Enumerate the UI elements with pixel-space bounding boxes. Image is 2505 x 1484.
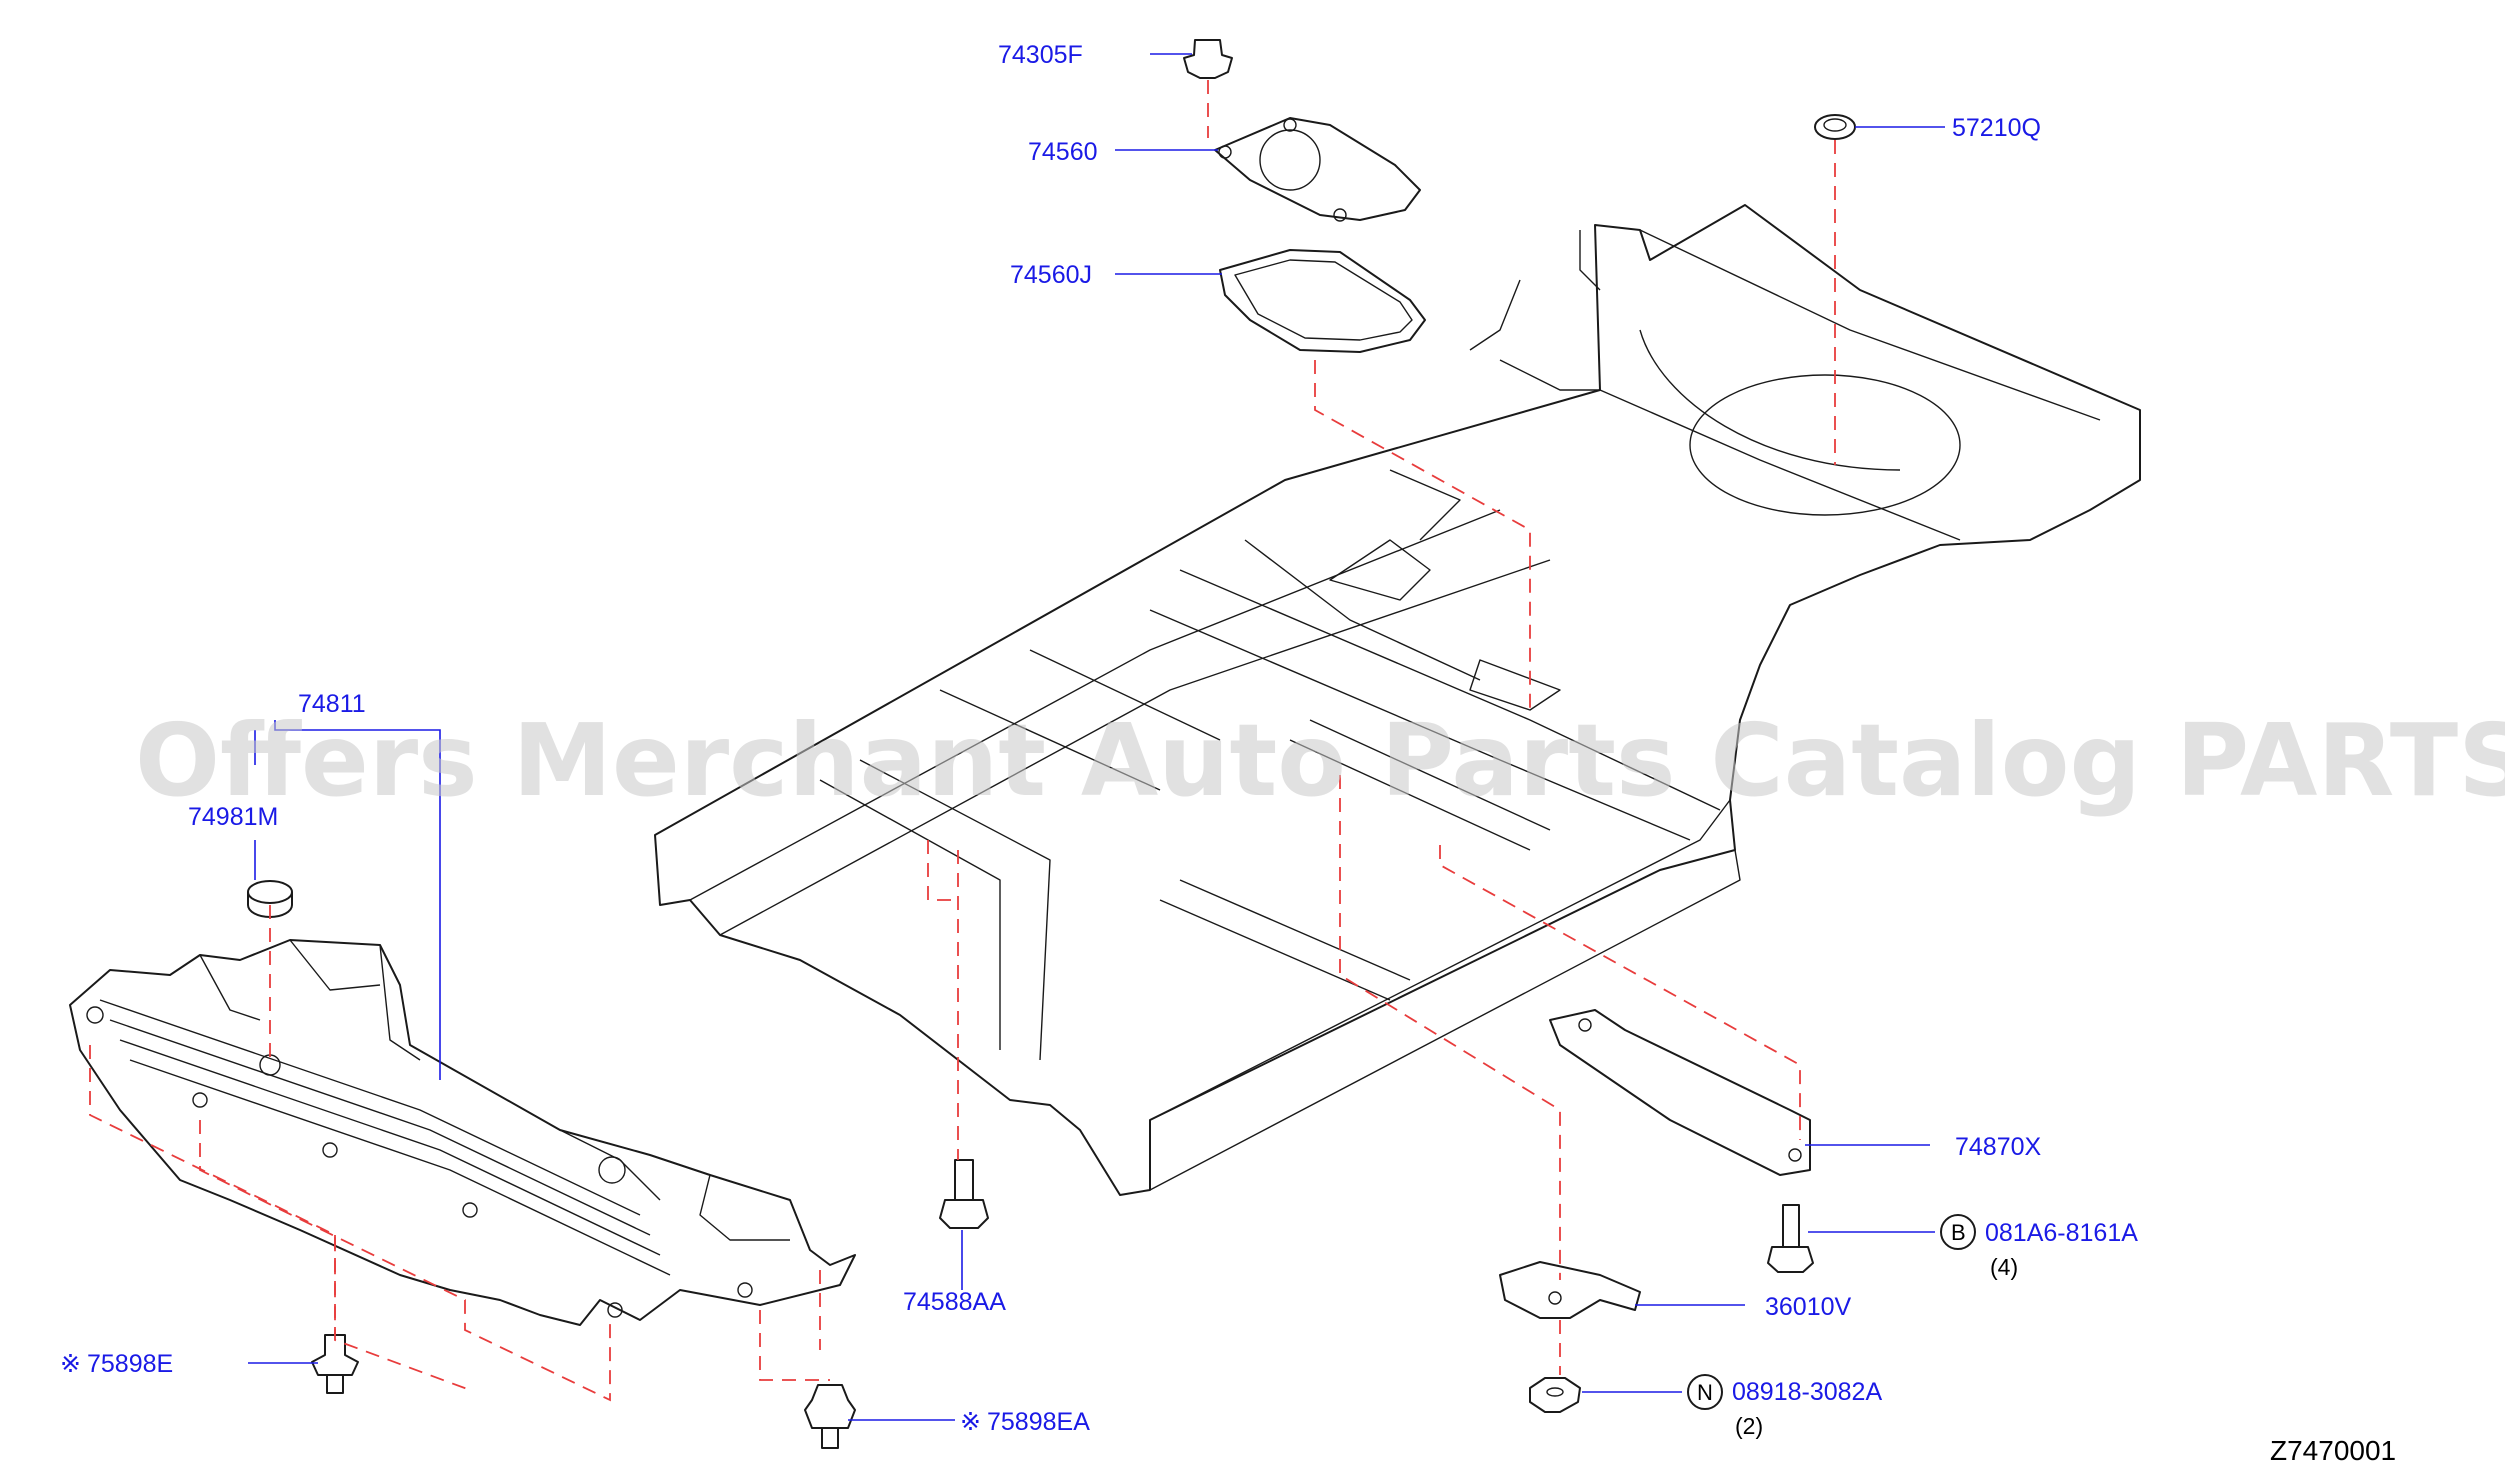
small-parts-drawings — [247, 39, 1856, 1449]
label-08918-3082A[interactable]: 08918-3082A — [1732, 1378, 1882, 1406]
label-36010V[interactable]: 36010V — [1765, 1293, 1852, 1321]
label-74870X[interactable]: 74870X — [1955, 1133, 2042, 1161]
front-under-cover-drawing — [69, 939, 856, 1326]
asterisk-75898EA: ※ — [960, 1408, 981, 1436]
floor-panel-drawing — [654, 204, 2141, 1196]
assembly-guides — [89, 80, 1836, 1402]
n-circle-marker — [1687, 1374, 1723, 1410]
label-57210Q[interactable]: 57210Q — [1952, 114, 2041, 142]
n-marker-text: N — [1697, 1380, 1713, 1405]
b-marker-text: B — [1951, 1220, 1966, 1245]
diagram-code: Z7470001 — [2270, 1435, 2396, 1466]
b-circle-marker — [1940, 1214, 1976, 1250]
label-74560J[interactable]: 74560J — [1010, 261, 1092, 289]
label-74811[interactable]: 74811 — [298, 690, 366, 718]
watermark-text: Offers Merchant Auto Parts Catalog PARTS… — [135, 702, 2505, 819]
label-74981M[interactable]: 74981M — [188, 803, 278, 831]
qty-08918-3082A: (2) — [1735, 1413, 1763, 1439]
label-74588AA[interactable]: 74588AA — [903, 1288, 1006, 1316]
label-74560[interactable]: 74560 — [1028, 138, 1098, 166]
label-74305F[interactable]: 74305F — [998, 41, 1083, 69]
leader-lines — [248, 53, 1945, 1421]
label-75898EA[interactable]: 75898EA — [987, 1408, 1090, 1436]
label-081A6-8161A[interactable]: 081A6-8161A — [1985, 1219, 2138, 1247]
label-75898E[interactable]: 75898E — [87, 1350, 173, 1378]
qty-081A6-8161A: (4) — [1990, 1254, 2018, 1280]
asterisk-75898E: ※ — [60, 1350, 81, 1378]
